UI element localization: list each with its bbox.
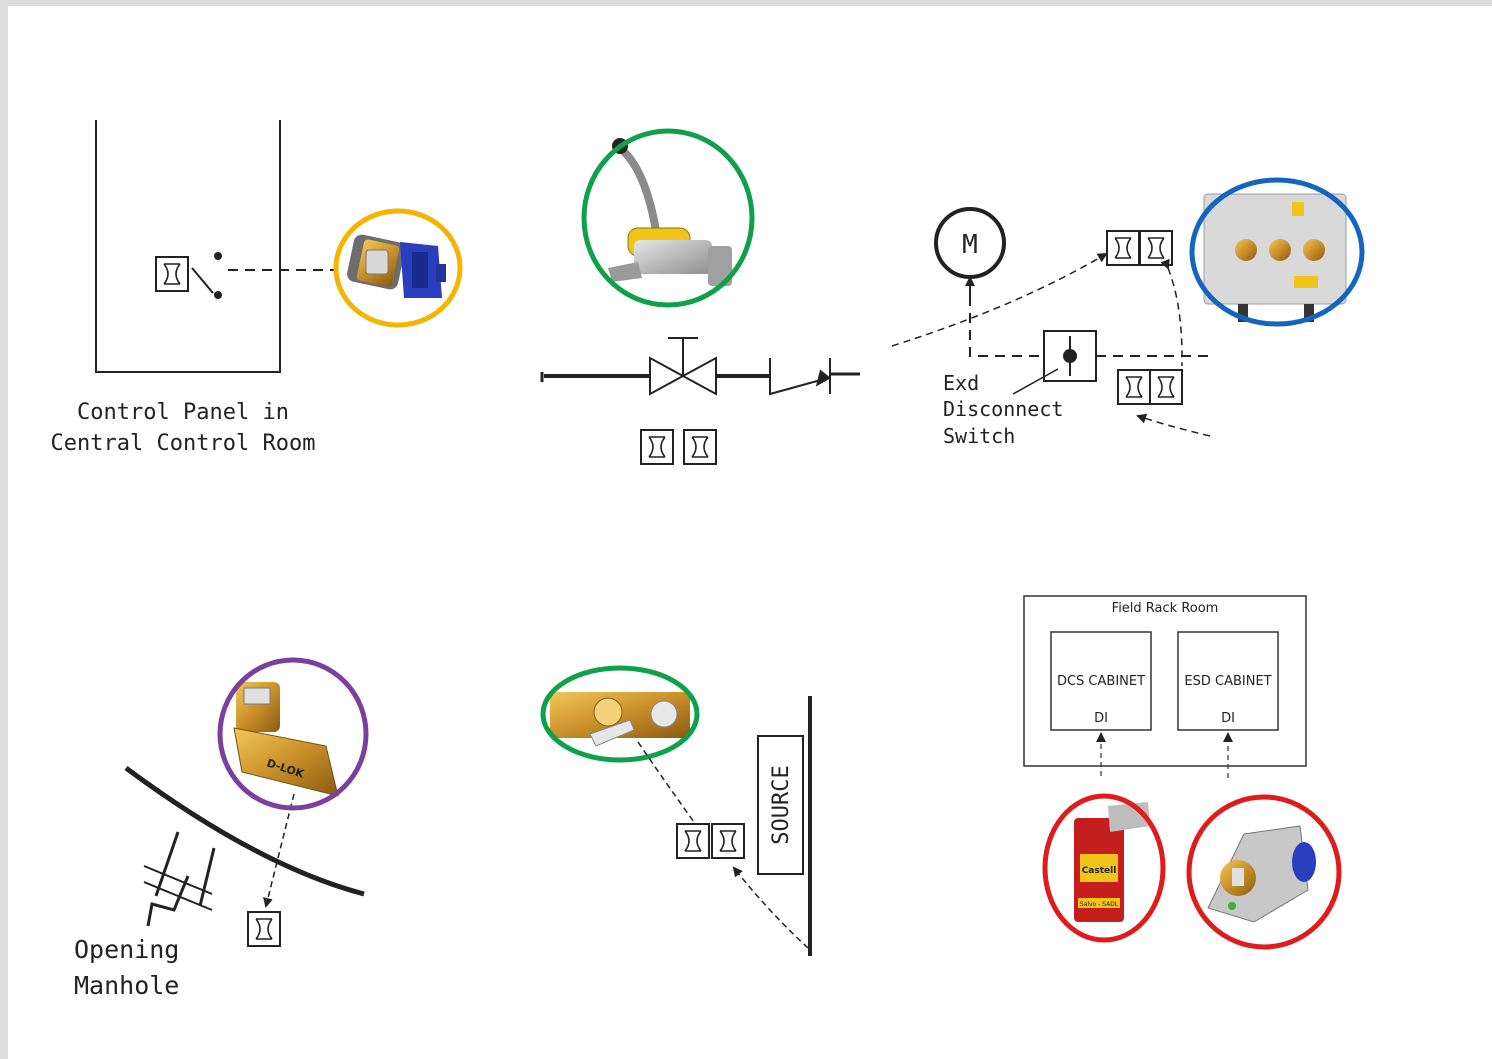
red-ring-1 <box>1042 793 1166 943</box>
key-symbol <box>676 823 710 859</box>
key-symbol <box>640 429 674 465</box>
interlock-diagram-canvas: Control Panel in Central Control Room <box>8 6 1492 1059</box>
esd-cabinet-label: ESD CABINET <box>1184 674 1271 689</box>
d-lok-photo: D-LOK <box>233 682 339 797</box>
control-panel-group: Control Panel in Central Control Room <box>51 120 463 456</box>
check-valve-symbol <box>769 358 829 396</box>
red-ring-2 <box>1186 794 1342 950</box>
dcs-cabinet-box <box>1050 631 1152 731</box>
trapped-key-photo <box>550 692 690 747</box>
esd-di-label: DI <box>1221 711 1235 726</box>
source-box <box>757 735 804 875</box>
motor-label: M <box>962 230 978 260</box>
exd-label-1: Exd <box>943 371 979 395</box>
field-rack-label: Field Rack Room <box>1112 601 1219 616</box>
valve-interlock-photo <box>608 138 732 286</box>
diagram-svg: Control Panel in Central Control Room <box>51 120 1365 1000</box>
manhole-label-1: Opening <box>74 935 179 964</box>
switch-dot <box>214 252 222 260</box>
key-symbol <box>683 429 717 465</box>
source-label: SOURCE <box>769 765 794 844</box>
key-symbol <box>1149 369 1183 405</box>
salvo-text: Salvo - SADL <box>1080 901 1119 908</box>
key-switch-red-photo <box>1207 825 1316 923</box>
key-symbol <box>711 823 745 859</box>
green-ring-valve <box>581 128 755 308</box>
key-switch-photo <box>347 234 446 298</box>
esd-cabinet-box <box>1177 631 1279 731</box>
switch-contact <box>191 267 214 294</box>
switch-dot <box>214 291 222 299</box>
control-panel-label-1: Control Panel in <box>77 400 289 425</box>
key-symbol <box>1106 230 1140 266</box>
exd-label-3: Switch <box>943 424 1015 448</box>
purple-ring <box>217 657 369 811</box>
field-rack-group: Field Rack Room DCS CABINET DI ESD CABIN… <box>1023 595 1342 950</box>
control-panel-label-2: Central Control Room <box>51 431 316 456</box>
control-panel-outline <box>95 120 281 373</box>
key-symbol <box>155 256 189 292</box>
manhole-group: Opening Manhole D-LOK <box>74 657 369 1000</box>
green-ring-source <box>540 665 700 763</box>
key-symbol <box>1117 369 1151 405</box>
key-exchange-box-photo <box>1203 193 1347 322</box>
key-symbol <box>1139 230 1173 266</box>
exd-label-2: Disconnect <box>943 397 1063 421</box>
motor-group: M Exd Disconnect Switch <box>891 177 1365 448</box>
dcs-cabinet-label: DCS CABINET <box>1057 674 1145 689</box>
blue-ring <box>1189 177 1365 327</box>
salvo-switch-photo: Castell Salvo - SADL <box>1074 802 1150 922</box>
vessel-wall <box>124 765 365 897</box>
castell-text: Castell <box>1082 866 1117 876</box>
dcs-di-label: DI <box>1094 711 1108 726</box>
valve-group <box>540 128 860 465</box>
key-symbol <box>247 911 281 947</box>
manhole-label-2: Manhole <box>74 971 179 1000</box>
source-group: SOURCE <box>540 665 812 956</box>
yellow-ring <box>333 208 463 328</box>
